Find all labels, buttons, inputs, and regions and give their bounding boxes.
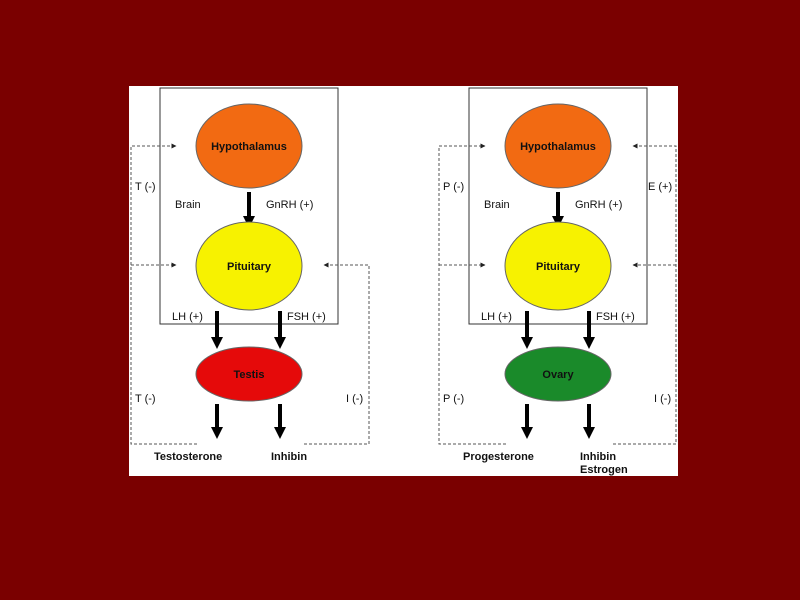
feedback-lines — [130, 143, 370, 445]
feedback-label-t-upper: T (-) — [135, 181, 156, 193]
brain-box — [159, 87, 339, 325]
feedback-label-i: I (-) — [654, 393, 671, 405]
fsh-label: FSH (+) — [287, 311, 326, 323]
hypothalamus-label: Hypothalamus — [520, 141, 596, 153]
testis-node — [195, 346, 303, 402]
ovary-label: Ovary — [542, 369, 574, 381]
hypothalamus-label: Hypothalamus — [211, 141, 287, 153]
output-progesterone: Progesterone — [463, 451, 534, 463]
output-estrogen: Estrogen — [580, 464, 628, 476]
hypothalamus-node — [504, 103, 612, 189]
ovary-node — [504, 346, 612, 402]
pituitary-node — [504, 221, 612, 311]
output-inhibin: Inhibin — [580, 451, 616, 463]
brain-label: Brain — [175, 199, 201, 211]
fsh-label: FSH (+) — [596, 311, 635, 323]
feedback-label-p-lower: P (-) — [443, 393, 464, 405]
male-diagram: Hypothalamus Pituitary Testis Brain GnRH… — [130, 87, 370, 463]
output-inhibin: Inhibin — [271, 451, 307, 463]
feedback-lines — [438, 143, 677, 445]
output-testosterone: Testosterone — [154, 451, 222, 463]
feedback-label-e: E (+) — [648, 181, 672, 193]
hypothalamus-node — [195, 103, 303, 189]
gnrh-label: GnRH (+) — [575, 199, 622, 211]
pituitary-node — [195, 221, 303, 311]
brain-box — [468, 87, 648, 325]
lh-label: LH (+) — [172, 311, 203, 323]
female-diagram: Hypothalamus Pituitary Ovary Brain GnRH … — [438, 87, 677, 476]
gnrh-label: GnRH (+) — [266, 199, 313, 211]
brain-label: Brain — [484, 199, 510, 211]
lh-label: LH (+) — [481, 311, 512, 323]
testis-label: Testis — [234, 369, 265, 381]
pituitary-label: Pituitary — [227, 261, 272, 273]
feedback-label-i: I (-) — [346, 393, 363, 405]
feedback-label-p-upper: P (-) — [443, 181, 464, 193]
feedback-label-t-lower: T (-) — [135, 393, 156, 405]
pituitary-label: Pituitary — [536, 261, 581, 273]
